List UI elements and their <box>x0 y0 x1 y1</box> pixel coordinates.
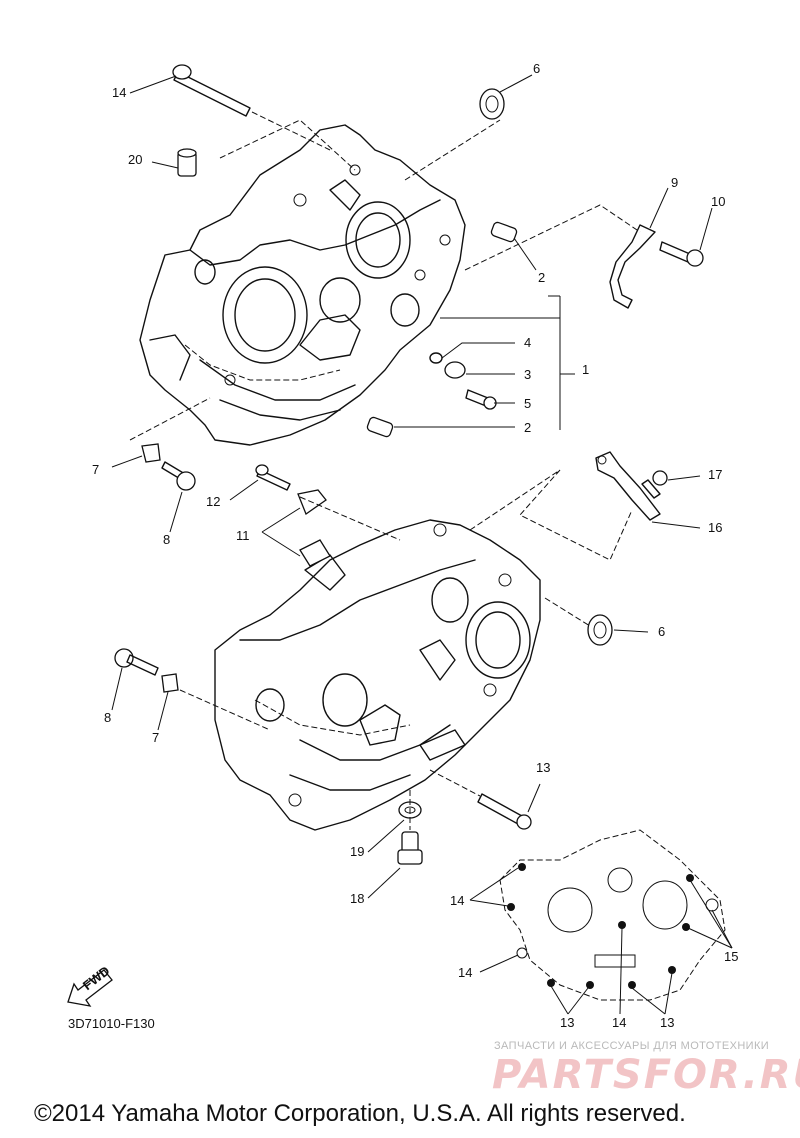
watermark-tagline: ЗАПЧАСТИ И АКСЕССУАРЫ ДЛЯ МОТОТЕХНИКИ <box>494 1040 770 1052</box>
inset-callout-14-b: 14 <box>458 965 472 980</box>
bolt-8-upper <box>161 461 196 491</box>
bracket-16 <box>595 451 661 521</box>
callout-13: 13 <box>536 760 550 775</box>
fwd-arrow-icon: FWD <box>67 963 113 1007</box>
crankcase-left-half <box>214 519 541 831</box>
inset-callout-14-a: 14 <box>450 893 464 908</box>
bolt-8-lower <box>114 648 159 676</box>
inset-callout-14-c: 14 <box>612 1015 626 1030</box>
callout-numbers: 14 20 6 9 10 2 4 3 1 5 2 7 8 12 11 17 16… <box>92 61 738 1030</box>
dowel-pin-2-lower <box>366 416 394 438</box>
callout-14: 14 <box>112 85 126 100</box>
callout-17: 17 <box>708 467 722 482</box>
callout-7-upper: 7 <box>92 462 99 477</box>
plate-9 <box>609 224 656 309</box>
callout-6-upper: 6 <box>533 61 540 76</box>
bolt-5 <box>465 389 497 410</box>
o-ring-4 <box>429 352 443 364</box>
inset-callout-15: 15 <box>724 949 738 964</box>
oil-seal-6-lower <box>587 614 613 646</box>
drain-bolt-18 <box>397 831 423 865</box>
callout-7-lower: 7 <box>152 730 159 745</box>
fitting-3 <box>444 361 466 379</box>
leader-lines <box>111 74 713 899</box>
dowel-pin-2-upper <box>490 221 518 243</box>
bolt-14 <box>172 64 251 117</box>
callout-11: 11 <box>236 528 250 543</box>
washer-7-upper <box>141 443 161 463</box>
callout-5: 5 <box>524 396 531 411</box>
callout-4: 4 <box>524 335 531 350</box>
diagram-code: 3D71010-F130 <box>68 1016 155 1031</box>
callout-2-lower: 2 <box>524 420 531 435</box>
watermark-logo: PARTSFOR.RU <box>492 1052 800 1098</box>
callout-12: 12 <box>206 494 220 509</box>
bolt-12 <box>255 464 291 491</box>
callout-19: 19 <box>350 844 364 859</box>
callout-2-upper: 2 <box>538 270 545 285</box>
callout-16: 16 <box>708 520 722 535</box>
bolt-location-inset <box>469 829 733 1015</box>
callout-8-lower: 8 <box>104 710 111 725</box>
oil-seal-6-upper <box>479 88 505 120</box>
callout-10: 10 <box>711 194 725 209</box>
copyright-notice: ©2014 Yamaha Motor Corporation, U.S.A. A… <box>34 1100 686 1127</box>
dowel-pin-20 <box>177 148 197 177</box>
clamp-11 <box>297 489 331 567</box>
callout-1: 1 <box>582 362 589 377</box>
washer-7-lower <box>161 673 179 693</box>
crankcase-right-half <box>139 124 466 446</box>
callout-20: 20 <box>128 152 142 167</box>
inset-callout-13-b: 13 <box>660 1015 674 1030</box>
callout-3: 3 <box>524 367 531 382</box>
callout-9: 9 <box>671 175 678 190</box>
inset-callout-13-a: 13 <box>560 1015 574 1030</box>
bolt-10 <box>659 241 704 267</box>
callout-18: 18 <box>350 891 364 906</box>
callout-6-lower: 6 <box>658 624 665 639</box>
bolt-13 <box>477 793 532 830</box>
callout-8-upper: 8 <box>163 532 170 547</box>
bolt-17 <box>641 470 668 499</box>
